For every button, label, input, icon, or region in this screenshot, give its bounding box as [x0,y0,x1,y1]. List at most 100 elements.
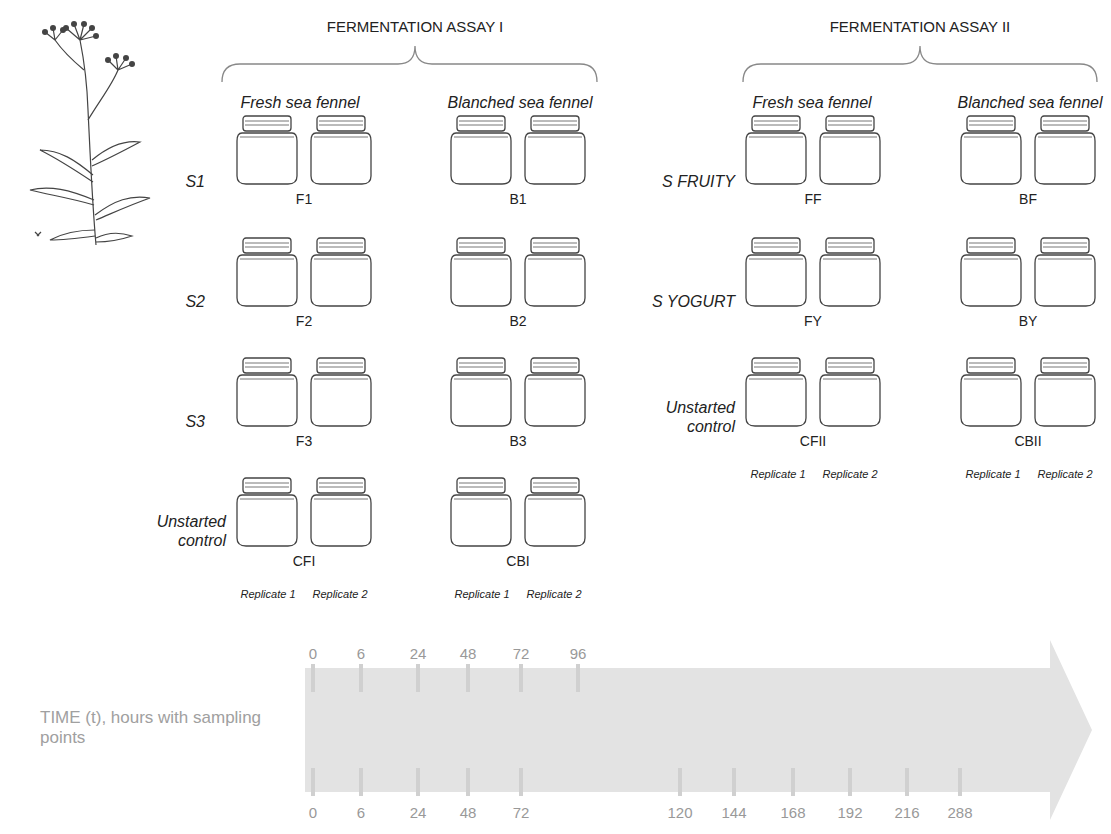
group-label: S3 [185,412,205,431]
jar-icon [743,237,809,307]
jar-icon [448,115,514,185]
jar-pair: B1 [448,115,588,207]
replicate-label: Replicate 1 [750,468,805,481]
sample-code: F3 [234,433,374,449]
jar-icon [1032,357,1098,427]
time-point: 144 [721,804,746,822]
time-arrow [305,640,1092,820]
jar-icon [817,357,883,427]
sample-code: FY [743,313,883,329]
assay-heading: FERMENTATION ASSAY I [327,18,503,36]
jar-row [234,357,374,427]
time-point: 288 [947,804,972,822]
assay-heading: FERMENTATION ASSAY II [830,18,1011,36]
group-label: Blanched sea fennel [448,93,593,112]
time-point: 6 [357,804,365,822]
time-point: 72 [513,645,530,663]
sea-fennel-illustration [30,24,150,245]
jar-pair: B2 [448,237,588,329]
time-point: 168 [780,804,805,822]
jar-pair: F3 [234,357,374,449]
sample-code: F1 [234,191,374,207]
sample-code: FF [743,191,883,207]
group-label: S1 [185,172,205,191]
jar-icon [817,115,883,185]
replicate-label: Replicate 1 [965,468,1020,481]
axis-title: TIME (t), hours with sampling points [40,708,290,749]
jar-icon [234,357,300,427]
jar-row [448,357,588,427]
sample-code: BF [958,191,1098,207]
replicate-label: Replicate 1 [240,588,295,601]
time-point: 216 [894,804,919,822]
group-label: Fresh sea fennel [752,93,871,112]
group-label: Unstarted control [136,512,226,550]
jar-icon [1032,115,1098,185]
jar-pair: CFI [234,477,374,569]
jar-row [743,237,883,307]
jar-icon [308,237,374,307]
jar-row [958,357,1098,427]
sample-code: CFII [743,433,883,449]
jar-pair: FY [743,237,883,329]
jar-row [958,115,1098,185]
group-label: S FRUITY [662,172,735,191]
jar-icon [743,115,809,185]
jar-row [448,237,588,307]
replicate-label: Replicate 2 [1037,468,1092,481]
time-point: 192 [837,804,862,822]
time-point: 6 [357,645,365,663]
sampling-ticks [313,664,960,796]
group-label: Fresh sea fennel [240,93,359,112]
sample-code: CBI [448,553,588,569]
jar-pair: CBI [448,477,588,569]
jar-row [234,115,374,185]
jar-pair: CFII [743,357,883,449]
time-point: 120 [667,804,692,822]
group-label: Unstarted control [645,398,735,436]
assay-bracket [743,46,1097,82]
jar-icon [958,357,1024,427]
replicate-label: Replicate 2 [822,468,877,481]
jar-icon [958,115,1024,185]
jar-row [448,477,588,547]
jar-row [743,357,883,427]
sample-code: CBII [958,433,1098,449]
sample-code: B2 [448,313,588,329]
umbel-flowers [42,21,135,67]
jar-icon [234,237,300,307]
jar-pair: BY [958,237,1098,329]
sample-code: F2 [234,313,374,329]
jar-row [743,115,883,185]
jar-icon [308,115,374,185]
jar-icon [234,477,300,547]
jar-icon [958,237,1024,307]
jar-icon [308,357,374,427]
jar-pair: F1 [234,115,374,207]
jar-pair: CBII [958,357,1098,449]
jar-pair: FF [743,115,883,207]
jar-pair: BF [958,115,1098,207]
jar-icon [743,357,809,427]
jar-row [958,237,1098,307]
sample-code: B1 [448,191,588,207]
jar-icon [817,237,883,307]
jar-icon [448,477,514,547]
sample-code: B3 [448,433,588,449]
jar-icon [448,237,514,307]
time-point: 0 [309,804,317,822]
sample-code: BY [958,313,1098,329]
jar-icon [522,115,588,185]
time-point: 48 [460,804,477,822]
time-point: 24 [410,645,427,663]
group-label: S2 [185,292,205,311]
time-point: 24 [410,804,427,822]
jar-icon [448,357,514,427]
jar-icon [1032,237,1098,307]
jar-icon [522,357,588,427]
replicate-label: Replicate 1 [454,588,509,601]
jar-row [448,115,588,185]
jar-icon [308,477,374,547]
assay-bracket [222,46,597,82]
